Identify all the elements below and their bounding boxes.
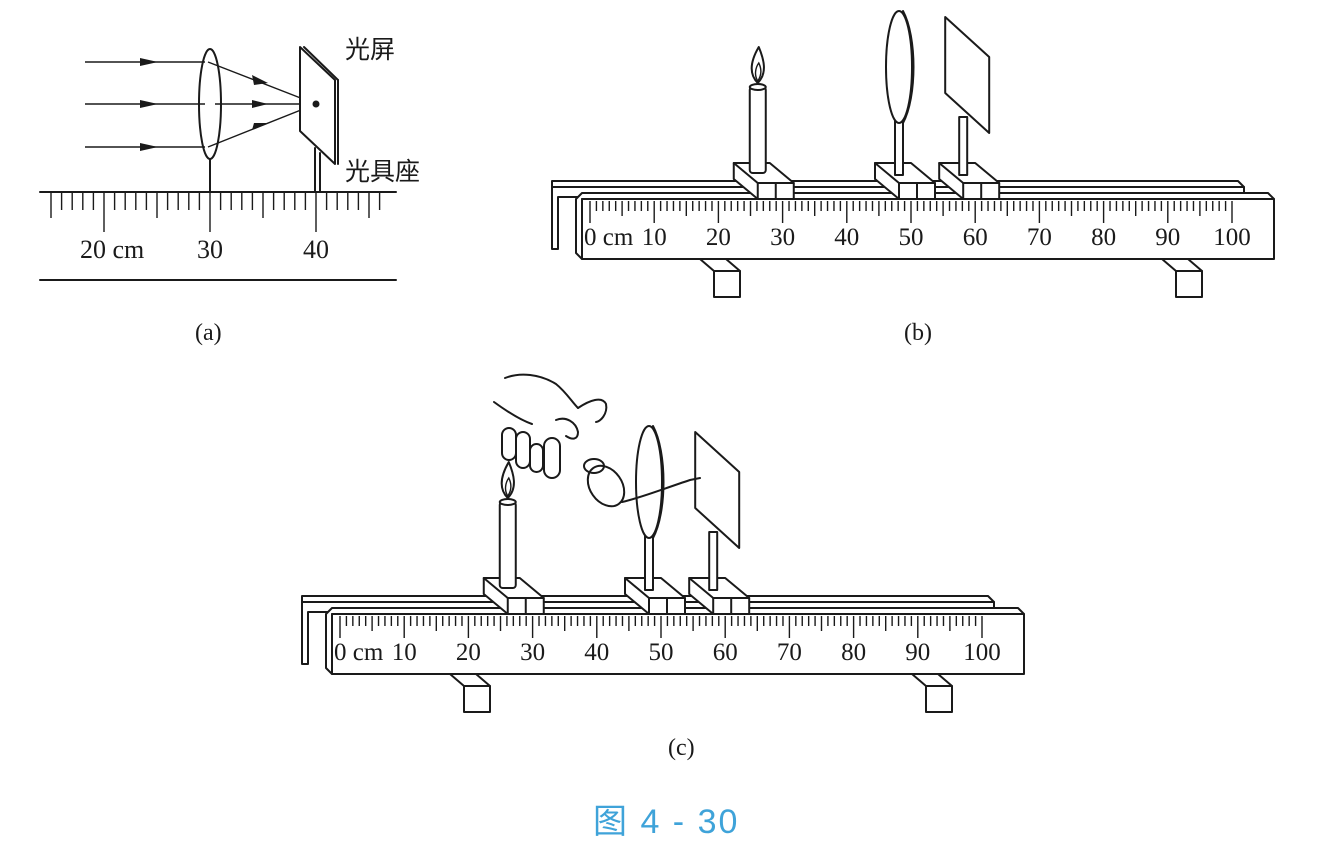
arrow-icon <box>252 100 268 108</box>
flame-icon <box>750 46 765 84</box>
base-edge <box>482 577 509 599</box>
ruler-label: 10 <box>642 224 667 251</box>
candle-top <box>498 498 517 506</box>
ruler-label: 10 <box>392 639 417 666</box>
ruler-label: 40 <box>834 224 859 251</box>
ruler-label: 30 <box>520 639 545 666</box>
screen-edge <box>303 46 339 81</box>
ruler-label: 90 <box>905 639 930 666</box>
finger-icon <box>501 427 517 461</box>
panel-a-label: (a) <box>195 320 222 346</box>
lens-rim <box>902 10 915 124</box>
lens-stand <box>644 535 654 591</box>
ruler-label: 100 <box>1213 224 1251 251</box>
arrow-icon <box>252 75 268 85</box>
ruler-label: 60 <box>963 224 988 251</box>
ruler-label: 0 cm <box>584 224 634 251</box>
scale-label: 30 <box>197 235 223 264</box>
ruler-label: 100 <box>963 639 1001 666</box>
holder-label: 光具座 <box>345 157 420 186</box>
refracted-rays <box>207 61 317 148</box>
base-edge <box>938 162 965 184</box>
ruler-label: 30 <box>770 224 795 251</box>
ruler-label: 70 <box>777 639 802 666</box>
ruler-label: 50 <box>899 224 924 251</box>
glasses-lens-icon <box>586 464 626 508</box>
screen-holder <box>688 577 751 615</box>
base-edge <box>874 162 900 184</box>
base-edge <box>688 577 715 599</box>
flame-inner-icon <box>504 476 512 498</box>
bench-foot <box>911 673 953 713</box>
arrow-icon <box>140 143 158 151</box>
base-edge <box>732 162 759 184</box>
panel-c-label: (c) <box>668 735 695 761</box>
incident-rays <box>85 58 205 151</box>
light-screen <box>694 431 741 549</box>
ruler-label: 70 <box>1027 224 1052 251</box>
screen-holder <box>938 162 1001 200</box>
figure-caption: 图 4 - 30 <box>593 803 740 841</box>
screen-stand <box>958 116 969 176</box>
glasses-temple-icon <box>621 477 701 503</box>
convex-lens <box>198 48 222 193</box>
ruler-label: 0 cm <box>334 639 384 666</box>
base-edge <box>624 577 650 599</box>
ruler-label: 60 <box>713 639 738 666</box>
scale-label: 40 <box>303 235 329 264</box>
candle-icon <box>498 501 517 589</box>
arrow-icon <box>140 100 158 108</box>
arrow-icon <box>252 123 268 130</box>
ruler-label: 40 <box>584 639 609 666</box>
candle-holder <box>482 577 545 615</box>
finger-icon <box>529 443 544 473</box>
glasses-temple-icon <box>577 398 608 423</box>
convex-lens <box>635 425 663 539</box>
hand-holding-glasses <box>493 373 701 508</box>
lens-holder <box>624 577 686 615</box>
panel-a-scale: 20 cm 30 40 <box>39 191 397 264</box>
focal-point <box>312 100 320 108</box>
finger-icon <box>543 437 561 479</box>
finger-icon <box>515 431 531 469</box>
bench-foot <box>449 673 491 713</box>
flame-icon <box>500 461 515 499</box>
light-screen <box>299 46 339 193</box>
hand-icon <box>504 373 579 409</box>
lens-rim <box>652 425 665 539</box>
ruler-label: 20 <box>456 639 481 666</box>
candle-holder <box>732 162 795 200</box>
ruler-label: 90 <box>1155 224 1180 251</box>
flame-inner-icon <box>754 61 762 83</box>
ruler-label: 80 <box>841 639 866 666</box>
lens-holder <box>874 162 936 200</box>
scale-label: 20 cm <box>80 235 144 264</box>
light-screen <box>944 16 991 134</box>
hand-icon <box>493 401 533 425</box>
screen-label: 光屏 <box>345 35 395 64</box>
screen-stand <box>708 531 719 591</box>
ruler-label: 50 <box>649 639 674 666</box>
thumb-icon <box>555 417 579 440</box>
panel-b-label: (b) <box>904 320 932 346</box>
ruler-label: 20 <box>706 224 731 251</box>
convex-lens <box>885 10 913 124</box>
ruler-label: 80 <box>1091 224 1116 251</box>
arrow-icon <box>140 58 158 66</box>
